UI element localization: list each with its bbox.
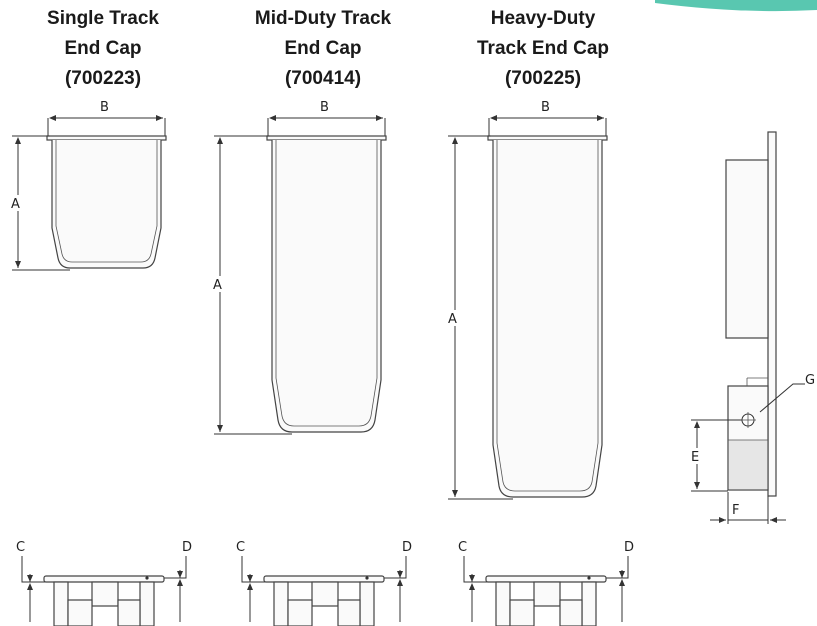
title-line: End Cap bbox=[284, 38, 362, 59]
dim-label-c: C bbox=[16, 540, 25, 555]
single-track-cap-profile: C D bbox=[16, 540, 192, 626]
dim-label-e: E bbox=[691, 450, 699, 465]
dim-label-f: F bbox=[732, 503, 739, 518]
dim-label-c: C bbox=[236, 540, 245, 555]
dim-label-d: D bbox=[624, 540, 634, 555]
side-view: G E F bbox=[690, 131, 815, 524]
dim-label-d: D bbox=[402, 540, 412, 555]
mid-duty-cap-profile: C D bbox=[236, 540, 412, 626]
title-line: Single Track bbox=[47, 8, 159, 29]
accent-swoosh bbox=[655, 0, 817, 12]
title-line: Heavy-Duty bbox=[490, 8, 596, 29]
title-line: Track End Cap bbox=[477, 38, 609, 59]
single-track-cap-front-view: B A bbox=[10, 100, 167, 271]
title-heavy-duty-track: Heavy-Duty Track End Cap (700225) bbox=[458, 4, 628, 94]
part-number: (700414) bbox=[284, 68, 362, 89]
title-single-track: Single Track End Cap (700223) bbox=[18, 4, 188, 94]
dim-label-a: A bbox=[448, 312, 457, 327]
dim-label-g: G bbox=[805, 373, 815, 388]
mid-duty-cap-front-view: B A bbox=[212, 100, 387, 435]
heavy-duty-cap-profile: C D bbox=[458, 540, 634, 626]
dim-label-b: B bbox=[541, 100, 550, 115]
heavy-duty-cap-front-view: B A bbox=[447, 100, 608, 500]
dim-label-d: D bbox=[182, 540, 192, 555]
part-number: (700225) bbox=[504, 68, 582, 89]
part-number: (700223) bbox=[64, 68, 142, 89]
title-mid-duty-track: Mid-Duty Track End Cap (700414) bbox=[238, 4, 408, 94]
dim-label-b: B bbox=[320, 100, 329, 115]
dim-label-a: A bbox=[213, 278, 222, 293]
title-line: Mid-Duty Track bbox=[254, 8, 392, 29]
title-line: End Cap bbox=[64, 38, 142, 59]
dim-label-a: A bbox=[11, 197, 20, 212]
dim-label-b: B bbox=[100, 100, 109, 115]
dim-label-c: C bbox=[458, 540, 467, 555]
